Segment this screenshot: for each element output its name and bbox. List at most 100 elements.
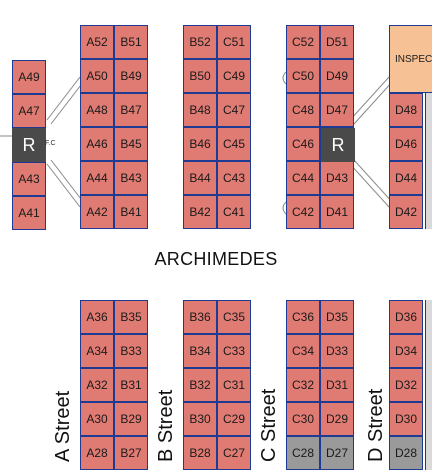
stall-b31[interactable]: B31	[114, 368, 148, 402]
stall-c41[interactable]: C41	[217, 195, 251, 229]
stall-a49[interactable]: A49	[12, 60, 46, 94]
stall-d29[interactable]: D29	[320, 402, 354, 436]
stall-c49[interactable]: C49	[217, 59, 251, 93]
stall-d44[interactable]: D44	[389, 161, 423, 195]
stall-c44[interactable]: C44	[286, 161, 320, 195]
stall-d33[interactable]: D33	[320, 334, 354, 368]
stall-b27[interactable]: B27	[114, 436, 148, 470]
stall-label: B45	[120, 137, 142, 151]
stall-b47[interactable]: B47	[114, 93, 148, 127]
stall-c31[interactable]: C31	[217, 368, 251, 402]
stall-label: C27	[222, 446, 245, 460]
stall-label: D35	[325, 310, 348, 324]
stall-a48[interactable]: A48	[80, 93, 114, 127]
stall-b28[interactable]: B28	[183, 436, 217, 470]
stall-c42[interactable]: C42	[286, 195, 320, 229]
stall-c50[interactable]: C50	[286, 59, 320, 93]
stall-b43[interactable]: B43	[114, 161, 148, 195]
stall-label: C28	[291, 446, 314, 460]
restroom-marker-left[interactable]: R	[12, 128, 46, 162]
stall-d43[interactable]: D43	[320, 161, 354, 195]
stall-c33[interactable]: C33	[217, 334, 251, 368]
stall-a34[interactable]: A34	[80, 334, 114, 368]
stall-c34[interactable]: C34	[286, 334, 320, 368]
street-label-d: D Street	[365, 388, 387, 462]
stall-d42[interactable]: D42	[389, 195, 423, 229]
restroom-marker-right[interactable]: R	[321, 128, 355, 162]
stall-b30[interactable]: B30	[183, 402, 217, 436]
stall-c30[interactable]: C30	[286, 402, 320, 436]
stall-b29[interactable]: B29	[114, 402, 148, 436]
stall-a52[interactable]: A52	[80, 25, 114, 59]
stall-a42[interactable]: A42	[80, 195, 114, 229]
stall-d28[interactable]: D28	[389, 436, 423, 470]
stall-label: B52	[189, 35, 211, 49]
stall-c28[interactable]: C28	[286, 436, 320, 470]
stall-d31[interactable]: D31	[320, 368, 354, 402]
stall-b45[interactable]: B45	[114, 127, 148, 161]
stall-a43[interactable]: A43	[12, 162, 46, 196]
stall-c47[interactable]: C47	[217, 93, 251, 127]
stall-b52[interactable]: B52	[183, 25, 217, 59]
edge-stall-strip	[425, 436, 432, 470]
stall-d48[interactable]: D48	[389, 93, 423, 127]
stall-b32[interactable]: B32	[183, 368, 217, 402]
stall-b33[interactable]: B33	[114, 334, 148, 368]
stall-label: D43	[325, 171, 348, 185]
stall-c52[interactable]: C52	[286, 25, 320, 59]
stall-label: B47	[120, 103, 142, 117]
stall-d34[interactable]: D34	[389, 334, 423, 368]
stall-b48[interactable]: B48	[183, 93, 217, 127]
stall-a30[interactable]: A30	[80, 402, 114, 436]
stall-a46[interactable]: A46	[80, 127, 114, 161]
stall-a50[interactable]: A50	[80, 59, 114, 93]
stall-label: B43	[120, 171, 142, 185]
stall-label: C29	[222, 412, 245, 426]
stall-a44[interactable]: A44	[80, 161, 114, 195]
stall-c27[interactable]: C27	[217, 436, 251, 470]
stall-a36[interactable]: A36	[80, 300, 114, 334]
stall-label: B36	[189, 310, 211, 324]
stall-b35[interactable]: B35	[114, 300, 148, 334]
stall-c36[interactable]: C36	[286, 300, 320, 334]
stall-c48[interactable]: C48	[286, 93, 320, 127]
stall-a28[interactable]: A28	[80, 436, 114, 470]
stall-c43[interactable]: C43	[217, 161, 251, 195]
stall-d27[interactable]: D27	[320, 436, 354, 470]
stall-d30[interactable]: D30	[389, 402, 423, 436]
stall-a32[interactable]: A32	[80, 368, 114, 402]
stall-d35[interactable]: D35	[320, 300, 354, 334]
stall-c45[interactable]: C45	[217, 127, 251, 161]
stall-d41[interactable]: D41	[320, 195, 354, 229]
stall-b46[interactable]: B46	[183, 127, 217, 161]
stall-b42[interactable]: B42	[183, 195, 217, 229]
stall-d46[interactable]: D46	[389, 127, 423, 161]
stall-d51[interactable]: D51	[320, 25, 354, 59]
stall-a47[interactable]: A47	[12, 94, 46, 128]
stall-a41[interactable]: A41	[12, 196, 46, 230]
stall-b44[interactable]: B44	[183, 161, 217, 195]
stall-b36[interactable]: B36	[183, 300, 217, 334]
street-label-c: C Street	[258, 388, 280, 462]
stall-label: C35	[222, 310, 245, 324]
stall-label: D33	[325, 344, 348, 358]
stall-b50[interactable]: B50	[183, 59, 217, 93]
stall-c29[interactable]: C29	[217, 402, 251, 436]
street-name-archimedes: ARCHIMEDES	[154, 249, 278, 269]
stall-d47[interactable]: D47	[320, 93, 354, 127]
inspection-area[interactable]: INSPECT	[389, 25, 432, 93]
stall-c51[interactable]: C51	[217, 25, 251, 59]
stall-label: B42	[189, 205, 211, 219]
stall-label: B50	[189, 69, 211, 83]
stall-b49[interactable]: B49	[114, 59, 148, 93]
stall-d36[interactable]: D36	[389, 300, 423, 334]
stall-b41[interactable]: B41	[114, 195, 148, 229]
stall-b34[interactable]: B34	[183, 334, 217, 368]
stall-c32[interactable]: C32	[286, 368, 320, 402]
stall-d49[interactable]: D49	[320, 59, 354, 93]
stall-label: D49	[325, 69, 348, 83]
stall-c35[interactable]: C35	[217, 300, 251, 334]
stall-b51[interactable]: B51	[114, 25, 148, 59]
stall-d32[interactable]: D32	[389, 368, 423, 402]
stall-c46[interactable]: C46	[286, 127, 320, 161]
